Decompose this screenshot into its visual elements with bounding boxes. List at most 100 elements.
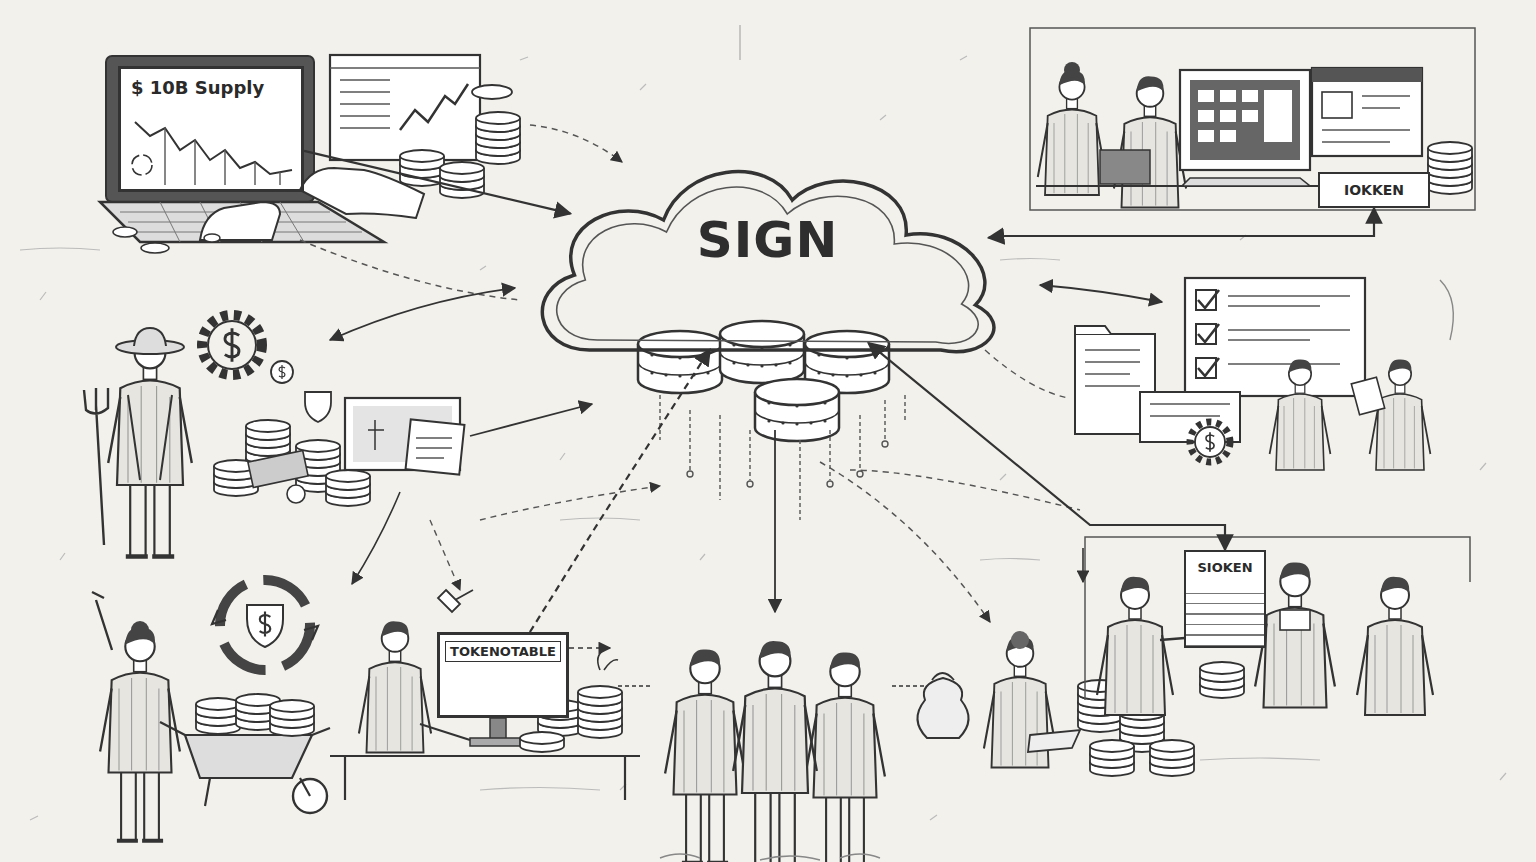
checklist-vignette <box>1085 350 1140 386</box>
team-vignette <box>1114 76 1186 207</box>
wheelbarrow-vignette <box>205 778 310 806</box>
group-center-vignette <box>618 430 924 862</box>
investor-vignette <box>1150 740 1194 776</box>
farmer-vignette <box>480 486 660 520</box>
laptop-vignette <box>106 56 314 202</box>
group-center-vignette <box>805 652 885 797</box>
farmer-vignette <box>126 485 174 557</box>
wheelbarrow-vignette <box>212 610 318 640</box>
investor-vignette <box>917 678 968 738</box>
group-center-vignette <box>665 649 745 794</box>
team-vignette <box>1030 28 1475 210</box>
investor-vignette <box>1011 631 1029 649</box>
node-label: $ 10B Supply <box>131 77 264 98</box>
node-label: IOKKEN <box>1344 182 1404 198</box>
farmer-vignette <box>108 333 192 485</box>
cloud-decoration <box>638 25 905 520</box>
laptop-vignette <box>120 202 362 242</box>
checklist-vignette <box>1270 359 1331 470</box>
team-bottom-vignette <box>1357 577 1433 715</box>
cloud-decoration <box>747 481 753 487</box>
farmer-vignette <box>287 485 305 503</box>
team-vignette <box>1220 110 1236 122</box>
laptop-vignette <box>530 125 622 162</box>
checklist-vignette <box>1150 404 1230 416</box>
token-sign: IOKKEN <box>1318 172 1430 208</box>
laptop-vignette <box>204 234 220 242</box>
desk-vignette <box>359 621 431 752</box>
team-bottom-vignette <box>1082 548 1084 582</box>
team-vignette <box>1198 130 1214 142</box>
farmer-vignette <box>330 288 515 340</box>
farmer-vignette <box>470 404 592 436</box>
team-bottom-vignette <box>1083 537 1470 715</box>
farmer-vignette <box>225 328 239 362</box>
node-label: SIOKEN <box>1197 560 1252 575</box>
node-label: SIGN <box>697 211 839 269</box>
farmer-vignette <box>430 520 460 590</box>
cloud-outline <box>557 187 978 343</box>
paper-scribbles <box>20 56 1506 820</box>
investor-vignette <box>820 462 990 622</box>
team-vignette <box>1198 110 1214 122</box>
connector-arrow <box>868 343 1225 550</box>
group-center-vignette <box>774 430 776 612</box>
team-vignette <box>1312 68 1422 156</box>
wheelbarrow-vignette <box>260 611 271 636</box>
farmer-vignette <box>202 315 262 375</box>
wheelbarrow-vignette <box>220 580 310 670</box>
laptop-vignette <box>300 240 520 300</box>
team-vignette <box>1198 90 1214 102</box>
team-vignette <box>1428 142 1472 194</box>
farmer-vignette <box>305 392 331 422</box>
checklist-vignette <box>1440 280 1453 340</box>
node-label: TOKENOTABLE <box>445 641 561 662</box>
team-vignette <box>1264 90 1292 142</box>
group-center-vignette <box>822 798 868 862</box>
farmer-vignette <box>416 438 452 458</box>
cloud-outline <box>542 172 994 352</box>
cloud-decoration <box>739 25 740 60</box>
checklist-vignette <box>1195 427 1225 457</box>
laptop-vignette <box>472 85 512 99</box>
connector-arrow <box>989 208 1375 238</box>
cloud-decoration <box>660 395 905 520</box>
group-center-vignette <box>660 854 880 860</box>
laptop-vignette <box>400 150 444 186</box>
cloud-decoration <box>882 441 888 447</box>
wheelbarrow-vignette <box>92 580 330 841</box>
laptop-vignette <box>400 84 468 130</box>
farmer-vignette <box>84 288 660 590</box>
team-vignette <box>1100 150 1150 184</box>
farmer-vignette <box>208 321 256 369</box>
wheelbarrow-vignette <box>131 621 149 639</box>
investor-vignette <box>932 673 954 680</box>
checklist-vignette <box>1140 392 1240 442</box>
investor-vignette <box>820 462 1194 776</box>
laptop-vignette <box>132 155 152 175</box>
checklist-vignette <box>985 278 1453 470</box>
team-vignette <box>1182 178 1310 186</box>
investor-vignette <box>1090 740 1134 776</box>
laptop-vignette <box>330 55 480 160</box>
farmer-vignette <box>326 470 370 506</box>
team-bottom-vignette <box>1200 662 1244 698</box>
team-vignette <box>1190 80 1300 160</box>
cloud-decoration <box>720 321 804 383</box>
wheelbarrow-vignette <box>92 592 112 650</box>
farmer-vignette <box>128 395 172 480</box>
wheelbarrow-vignette <box>117 773 163 841</box>
checklist-vignette <box>1370 359 1431 470</box>
team-vignette <box>1312 68 1422 82</box>
group-center-vignette <box>618 685 924 687</box>
cloud-hub: SIGN <box>520 150 1015 370</box>
team-vignette <box>1242 110 1258 122</box>
desk-vignette <box>598 650 618 670</box>
team-bottom-vignette <box>1280 610 1310 630</box>
paper-scribbles <box>30 56 1506 820</box>
laptop-vignette <box>476 112 520 164</box>
team-vignette <box>1220 130 1236 142</box>
connector-arrow <box>304 151 571 214</box>
team-vignette <box>1322 92 1352 118</box>
